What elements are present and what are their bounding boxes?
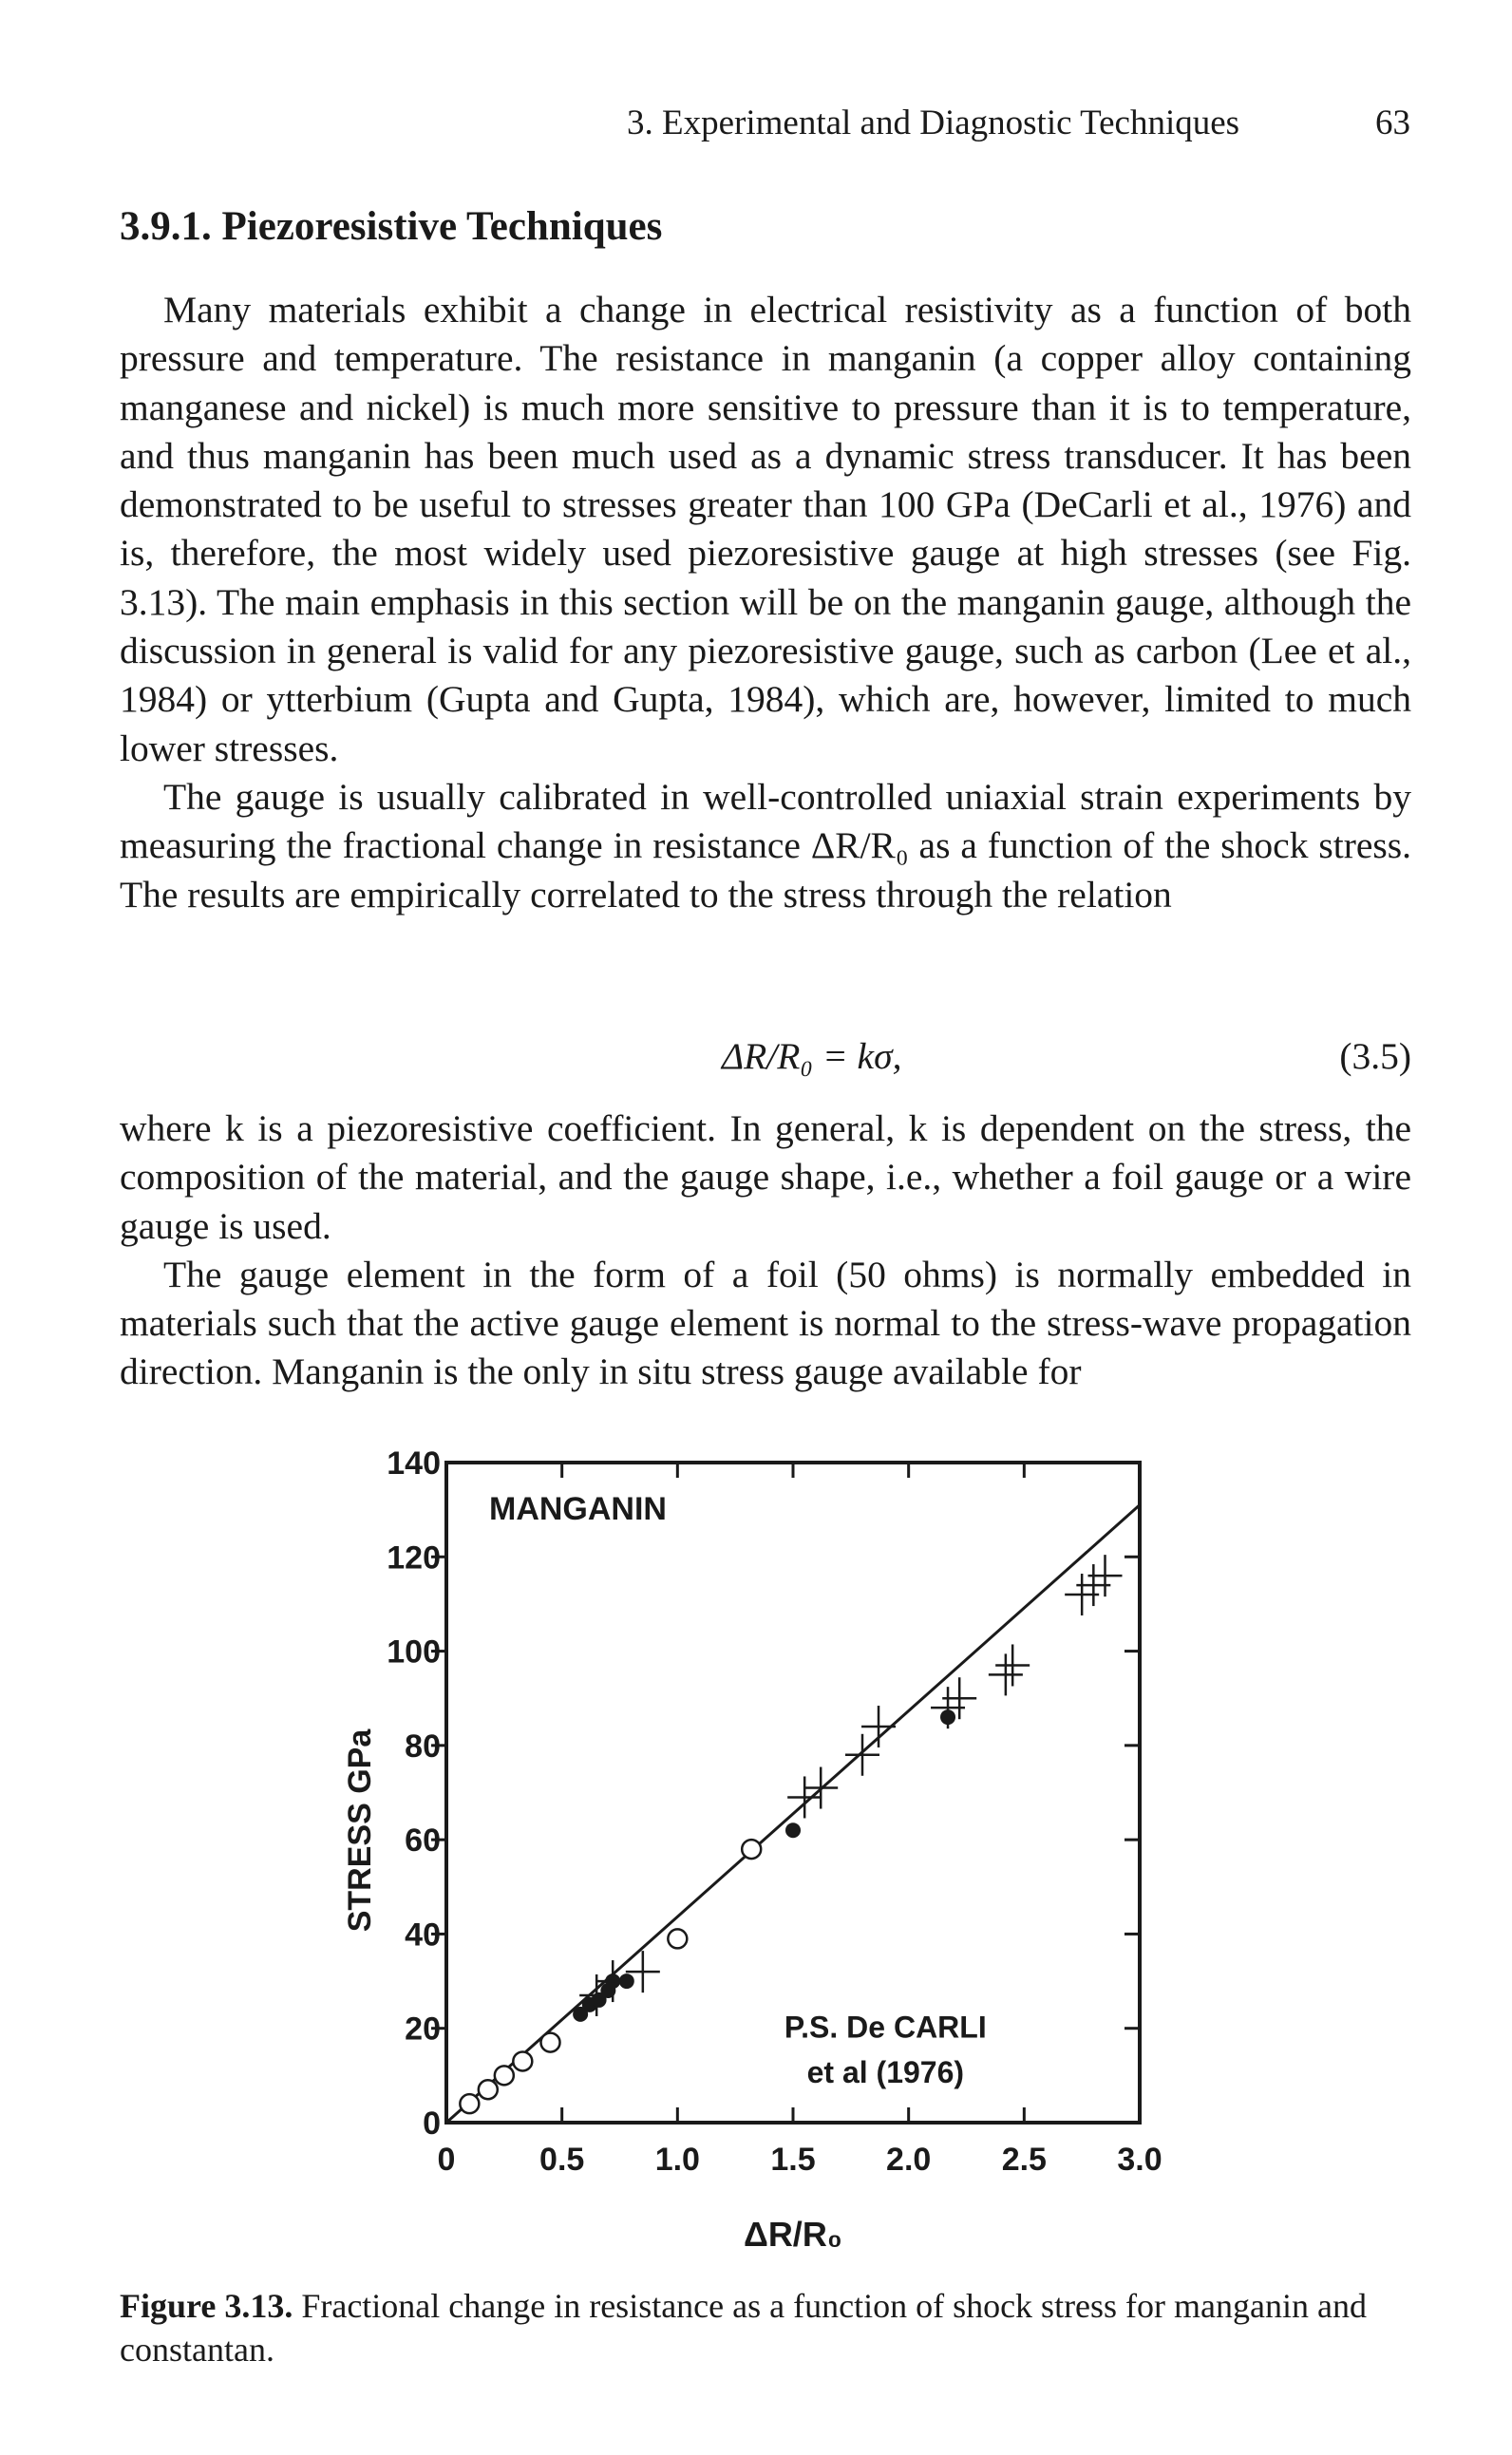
data-point-open-circle [667, 1928, 689, 1950]
y-tick-label: 20 [405, 2011, 441, 2048]
x-tick-label: 2.0 [886, 2142, 931, 2178]
paragraph-3: where k is a piezoresistive coefficient.… [120, 1107, 1411, 1247]
body-text-lower: where k is a piezoresistive coefficient.… [120, 1105, 1411, 1397]
data-point-open-circle [539, 2031, 561, 2053]
annotation-manganin: MANGANIN [489, 1491, 667, 1527]
chart-ticks [431, 1463, 1140, 2123]
data-point-cross [988, 1653, 1023, 1696]
section-heading: 3.9.1. Piezoresistive Techniques [120, 204, 663, 249]
x-tick-label: 2.5 [1002, 2142, 1047, 2178]
caption-text: Fractional change in resistance as a fun… [120, 2287, 1367, 2369]
equation-3-5: ΔR/R₀ = kσ, (3.5) [120, 1031, 1411, 1081]
y-tick-label: 60 [405, 1822, 441, 1859]
equation-text: ΔR/R₀ = kσ, [722, 1035, 902, 1077]
annotation-decarli-line1: P.S. De CARLI [784, 2011, 987, 2045]
data-point-filled-circle [573, 2006, 589, 2022]
data-point-cross [845, 1733, 879, 1776]
data-point-open-circle [740, 1838, 763, 1860]
body-text-upper: Many materials exhibit a change in elect… [120, 286, 1411, 919]
data-point-open-circle [459, 2092, 481, 2115]
x-tick-label: 1.0 [655, 2142, 700, 2178]
x-tick-label: 1.5 [770, 2142, 815, 2178]
data-point-open-circle [512, 2050, 534, 2072]
x-tick-label: 3.0 [1117, 2142, 1162, 2178]
y-tick-label: 120 [387, 1539, 441, 1576]
x-tick-label: 0.5 [539, 2142, 584, 2178]
data-point-cross [595, 1960, 631, 2003]
data-point-cross [625, 1951, 660, 1993]
page-number: 63 [1375, 104, 1410, 142]
figure-3-13: 0 0.5 1.0 1.5 2.0 2.5 3.0 0 20 40 60 80 100 120 140 MA… [0, 1425, 1512, 2279]
data-point-filled-circle [785, 1822, 801, 1839]
chart-points [459, 1555, 1123, 2115]
running-head-chapter: 3. Experimental and Diagnostic Technique… [627, 104, 1240, 142]
caption-label: Figure 3.13. [120, 2287, 293, 2325]
data-point-cross [803, 1766, 839, 1809]
equation-number: (3.5) [1339, 1035, 1411, 1077]
stress-chart: 0 0.5 1.0 1.5 2.0 2.5 3.0 0 20 40 60 80 100 120 140 MA… [342, 1445, 1162, 2254]
data-point-cross [995, 1644, 1030, 1687]
x-axis-label: ΔR/R₀ [744, 2215, 842, 2254]
y-axis-label: STRESS GPa [342, 1728, 378, 1933]
data-point-open-circle [477, 2079, 500, 2101]
y-tick-label: 80 [405, 1728, 441, 1765]
paragraph-4: The gauge element in the form of a foil … [120, 1253, 1411, 1393]
fit-line [445, 1503, 1141, 2125]
data-point-cross [1087, 1555, 1123, 1597]
data-point-cross [787, 1776, 822, 1819]
data-point-cross [861, 1706, 897, 1747]
paragraph-2: The gauge is usually calibrated in well-… [120, 775, 1411, 916]
y-tick-label: 0 [423, 2106, 441, 2142]
data-point-open-circle [493, 2065, 516, 2087]
paragraph-1: Many materials exhibit a change in elect… [120, 289, 1411, 769]
y-tick-label: 100 [387, 1634, 441, 1671]
y-tick-label: 40 [405, 1917, 441, 1953]
annotation-decarli-line2: et al (1976) [807, 2055, 964, 2089]
running-head: 3. Experimental and Diagnostic Technique… [627, 103, 1410, 143]
y-tick-label: 140 [387, 1445, 441, 1482]
x-tick-label: 0 [438, 2142, 456, 2178]
data-point-cross [942, 1677, 977, 1720]
chart-tick-labels: 0 0.5 1.0 1.5 2.0 2.5 3.0 0 20 40 60 80 100 120 140 [387, 1445, 1162, 2178]
figure-caption: Figure 3.13. Fractional change in resist… [120, 2284, 1411, 2371]
